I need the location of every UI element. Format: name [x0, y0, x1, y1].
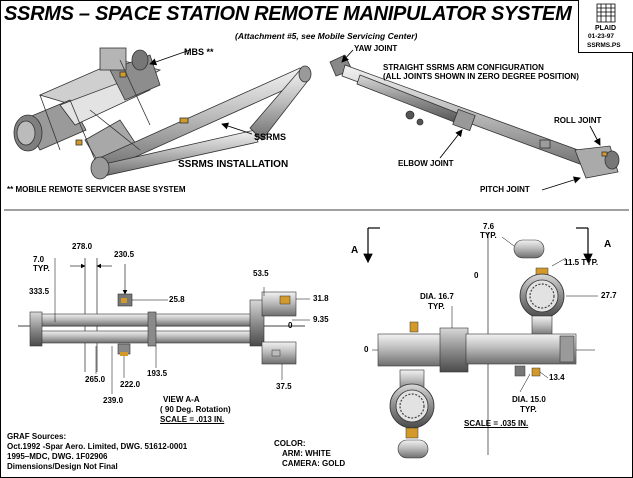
dim-37-5: 37.5: [276, 382, 292, 391]
mbs-leader: [149, 49, 191, 66]
sources-line1: GRAF Sources:: [7, 432, 67, 441]
dim-7-6: 7.6: [483, 222, 495, 231]
end-view-scale: SCALE = .035 IN.: [464, 419, 529, 428]
logo-date: 01-23-97: [588, 33, 615, 40]
drawing-subtitle: (Attachment #5, see Mobile Servicing Cen…: [235, 31, 418, 41]
plaid-logo-block: PLAID 01-23-97 SSRMS.PS: [578, 0, 633, 53]
dim-typ: TYP.: [33, 264, 50, 273]
dim-11-5: 11.5 TYP.: [564, 258, 599, 267]
straight-arm-illustration: [329, 54, 620, 179]
dim-239: 239.0: [103, 396, 124, 405]
yaw-leader: [341, 49, 354, 63]
sources-line4: Dimensions/Design Not Final: [7, 462, 118, 471]
ssrms-label: SSRMS: [254, 132, 287, 142]
dim-25-8: 25.8: [169, 295, 185, 304]
color-arm: ARM: WHITE: [282, 449, 331, 458]
logo-file: SSRMS.PS: [587, 42, 621, 49]
dim-333-5: 333.5: [29, 287, 50, 296]
mbs-footnote: ** MOBILE REMOTE SERVICER BASE SYSTEM: [7, 185, 186, 194]
end-zero-left: 0: [364, 345, 369, 354]
dim-dia-15-0-typ: TYP.: [520, 405, 537, 414]
roll-leader: [589, 125, 601, 146]
elbow-joint-label: ELBOW JOINT: [398, 159, 454, 168]
view-aa-side-view: [18, 258, 310, 394]
config-heading-line1: STRAIGHT SSRMS ARM CONFIGURATION: [383, 63, 544, 72]
dim-9-35: 9.35: [313, 315, 329, 324]
ssrms-installation-illustration: [13, 47, 312, 180]
dim-7-0: 7.0: [33, 255, 45, 264]
dim-zero: 0: [288, 321, 293, 330]
pitch-leader: [541, 176, 581, 191]
elbow-leader: [439, 129, 463, 159]
roll-joint-label: ROLL JOINT: [554, 116, 602, 125]
end-view: [363, 227, 598, 459]
dim-13-4: 13.4: [549, 373, 565, 382]
sources-line3: 1995–MDC, DWG. 1F02906: [7, 452, 108, 461]
dim-7-6-typ: TYP.: [480, 231, 497, 240]
end-zero-top: 0: [474, 271, 479, 280]
installation-caption: SSRMS INSTALLATION: [178, 159, 289, 170]
dim-265: 265.0: [85, 375, 106, 384]
logo-org: PLAID: [595, 25, 616, 32]
dim-27-7: 27.7: [601, 291, 617, 300]
pitch-joint-label: PITCH JOINT: [480, 185, 530, 194]
yaw-joint-label: YAW JOINT: [354, 44, 398, 53]
section-arrow-a-left: A: [351, 245, 359, 256]
config-heading-line2: (ALL JOINTS SHOWN IN ZERO DEGREE POSITIO…: [383, 72, 579, 81]
dim-dia-16-7: DIA. 16.7: [420, 292, 454, 301]
mbs-label: MBS **: [184, 47, 214, 57]
drawing-title: SSRMS – SPACE STATION REMOTE MANIPULATOR…: [4, 3, 572, 25]
dim-53-5: 53.5: [253, 269, 269, 278]
ssrms-leader: [221, 122, 253, 135]
dim-278: 278.0: [72, 242, 93, 251]
dim-222: 222.0: [120, 380, 141, 389]
sources-line2: Oct.1992 -Spar Aero. Limited, DWG. 51612…: [7, 442, 188, 451]
dim-dia-16-7-typ: TYP.: [428, 302, 445, 311]
view-aa-caption: VIEW A-A: [163, 395, 200, 404]
color-heading: COLOR:: [274, 439, 306, 448]
plaid-logo-icon: [596, 3, 616, 23]
dim-193-5: 193.5: [147, 369, 168, 378]
color-camera: CAMERA: GOLD: [282, 459, 346, 468]
view-aa-rotation: ( 90 Deg. Rotation): [160, 405, 231, 414]
dim-dia-15-0: DIA. 15.0: [512, 395, 546, 404]
dim-230-5: 230.5: [114, 250, 135, 259]
dim-31-8: 31.8: [313, 294, 329, 303]
section-arrow-a-right: A: [604, 239, 612, 250]
view-aa-scale: SCALE = .013 IN.: [160, 415, 225, 424]
